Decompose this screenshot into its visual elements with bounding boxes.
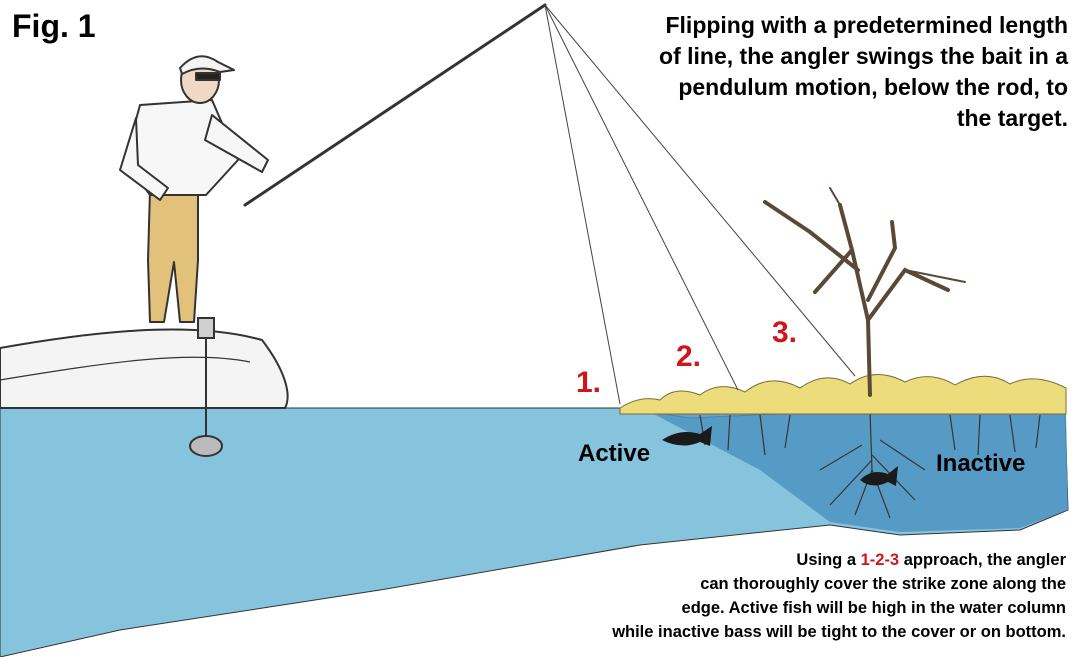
angler (119, 55, 269, 323)
caption-top-line: of line, the angler swings the bait in a (659, 43, 1068, 69)
deep-water-cover-zone (650, 412, 1068, 532)
caption-bottom-line: can thoroughly cover the strike zone alo… (700, 575, 1066, 593)
caption-bottom-line: while inactive bass will be tight to the… (612, 623, 1066, 641)
caption-top-line: pendulum motion, below the rod, to (678, 74, 1068, 100)
caption-top: Flipping with a predetermined length of … (548, 10, 1068, 134)
caption-bottom-line: edge. Active fish will be high in the wa… (681, 599, 1066, 617)
marker-3: 3. (772, 316, 798, 349)
inactive-label: Inactive (936, 450, 1026, 477)
angler-legs (147, 189, 199, 323)
caption-bottom: Using a 1-2-3 approach, the angler can t… (466, 548, 1066, 644)
caption-bottom-line: Using a 1-2-3 approach, the angler (466, 548, 1066, 572)
submerged-roots (699, 409, 1041, 519)
active-fish (662, 426, 712, 446)
marker-2: 2. (676, 340, 702, 373)
marker-1: 1. (576, 366, 602, 399)
fishing-rod (243, 3, 547, 207)
trolling-motor (189, 317, 223, 457)
approach-highlight: 1-2-3 (860, 551, 900, 569)
caption-bottom-prefix: Using a (796, 551, 861, 569)
caption-top-line: Flipping with a predetermined length (665, 12, 1068, 38)
active-label: Active (578, 440, 651, 467)
floating-cover (619, 374, 1067, 415)
inactive-fish (860, 466, 898, 486)
caption-bottom-suffix: approach, the angler (899, 551, 1066, 569)
fishing-lines (544, 4, 856, 405)
boat-hull (0, 328, 289, 409)
angler-sunglasses (195, 72, 221, 81)
angler-cap (179, 55, 235, 75)
tree (763, 187, 966, 397)
figure-label: Fig. 1 (12, 8, 96, 44)
caption-top-line: the target. (956, 105, 1068, 131)
